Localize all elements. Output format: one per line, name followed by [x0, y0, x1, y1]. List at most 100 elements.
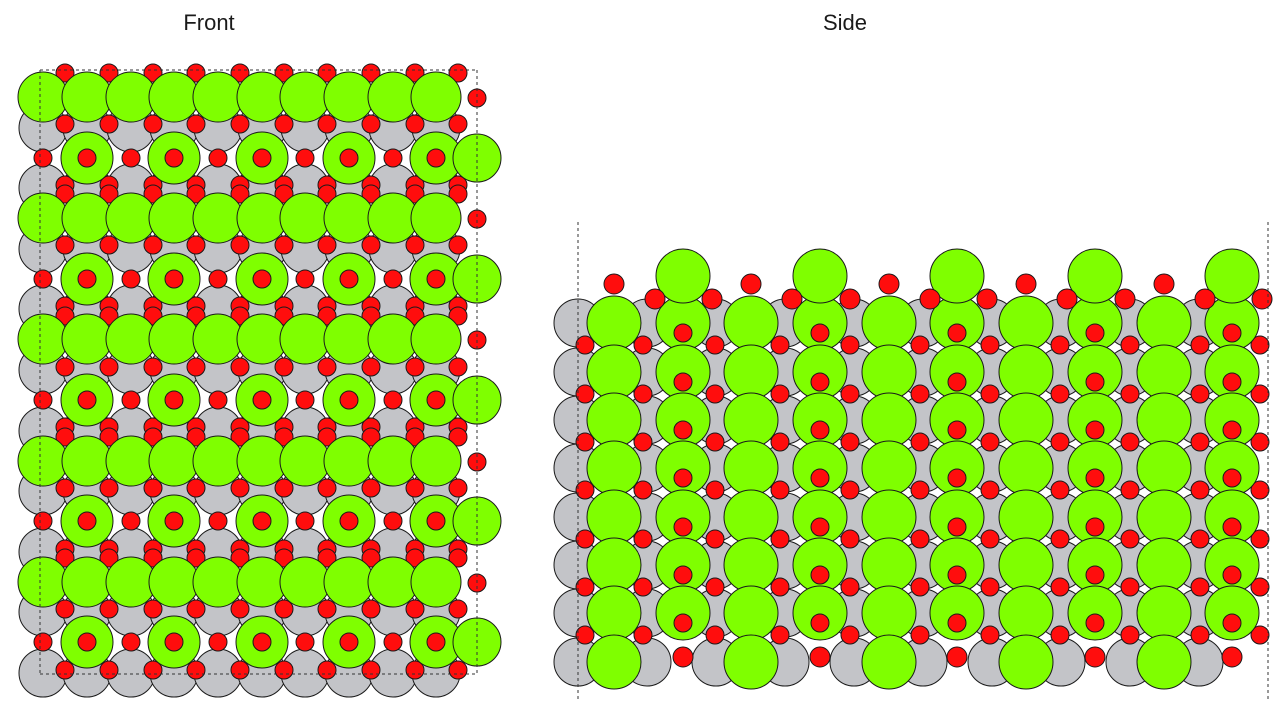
red-atom — [361, 184, 381, 204]
green-atom — [929, 585, 985, 641]
red-atom — [673, 565, 693, 585]
red-atom — [143, 599, 163, 619]
red-atom — [317, 548, 337, 568]
red-atom — [840, 335, 860, 355]
red-atom — [1250, 529, 1270, 549]
red-atom — [809, 646, 831, 668]
red-atom — [840, 625, 860, 645]
green-atom — [1136, 344, 1192, 400]
red-atom — [633, 480, 653, 500]
red-atom — [839, 288, 861, 310]
red-atom — [295, 511, 315, 531]
green-atom — [998, 295, 1054, 351]
red-atom — [1050, 480, 1070, 500]
red-atom — [405, 548, 425, 568]
green-atom — [723, 489, 779, 545]
red-atom — [230, 599, 250, 619]
red-atom — [448, 478, 468, 498]
red-atom — [295, 269, 315, 289]
red-atom — [1250, 335, 1270, 355]
red-atom — [770, 529, 790, 549]
red-atom — [1222, 517, 1242, 537]
red-atom — [317, 235, 337, 255]
red-atom — [99, 63, 119, 83]
red-atom — [840, 480, 860, 500]
red-atom — [947, 372, 967, 392]
red-atom — [405, 478, 425, 498]
red-atom — [673, 420, 693, 440]
red-atom — [361, 548, 381, 568]
green-atom — [723, 585, 779, 641]
red-atom — [230, 184, 250, 204]
red-atom — [1085, 372, 1105, 392]
red-atom — [295, 390, 315, 410]
red-atom — [252, 390, 272, 410]
red-atom — [252, 148, 272, 168]
green-atom — [586, 585, 642, 641]
red-atom — [143, 184, 163, 204]
red-atom — [1085, 468, 1105, 488]
red-atom — [274, 235, 294, 255]
red-atom — [980, 577, 1000, 597]
green-atom — [586, 537, 642, 593]
red-atom — [976, 288, 998, 310]
red-atom — [143, 478, 163, 498]
green-atom — [1136, 537, 1192, 593]
green-atom — [792, 585, 848, 641]
red-atom — [919, 288, 941, 310]
green-atom — [792, 248, 848, 304]
red-atom — [673, 517, 693, 537]
green-atom — [1204, 248, 1260, 304]
red-atom — [1190, 480, 1210, 500]
red-atom — [33, 632, 53, 652]
red-atom — [840, 432, 860, 452]
red-atom — [339, 511, 359, 531]
red-atom — [55, 548, 75, 568]
red-atom — [1250, 432, 1270, 452]
red-atom — [121, 632, 141, 652]
red-atom — [810, 565, 830, 585]
red-atom — [274, 599, 294, 619]
red-atom — [1222, 468, 1242, 488]
red-atom — [230, 235, 250, 255]
red-atom — [1250, 625, 1270, 645]
red-atom — [1222, 372, 1242, 392]
green-atom — [861, 295, 917, 351]
red-atom — [1120, 625, 1140, 645]
red-atom — [770, 335, 790, 355]
green-atom — [861, 344, 917, 400]
red-atom — [705, 480, 725, 500]
red-atom — [1190, 577, 1210, 597]
red-atom — [1222, 323, 1242, 343]
red-atom — [426, 390, 446, 410]
red-atom — [910, 577, 930, 597]
red-atom — [1050, 625, 1070, 645]
red-atom — [633, 577, 653, 597]
red-atom — [33, 148, 53, 168]
green-atom — [723, 392, 779, 448]
red-atom — [230, 63, 250, 83]
red-atom — [383, 390, 403, 410]
red-atom — [361, 114, 381, 134]
red-atom — [99, 427, 119, 447]
red-atom — [426, 632, 446, 652]
green-atom — [861, 440, 917, 496]
red-atom — [1190, 529, 1210, 549]
red-atom — [633, 625, 653, 645]
red-atom — [1250, 480, 1270, 500]
red-atom — [1153, 273, 1175, 295]
green-atom — [1067, 585, 1123, 641]
red-atom — [186, 548, 206, 568]
red-atom — [448, 599, 468, 619]
red-atom — [55, 357, 75, 377]
green-atom — [410, 556, 462, 608]
green-atom — [723, 537, 779, 593]
red-atom — [1194, 288, 1216, 310]
red-atom — [317, 114, 337, 134]
red-atom — [603, 273, 625, 295]
red-atom — [1050, 432, 1070, 452]
red-atom — [339, 632, 359, 652]
red-atom — [673, 613, 693, 633]
